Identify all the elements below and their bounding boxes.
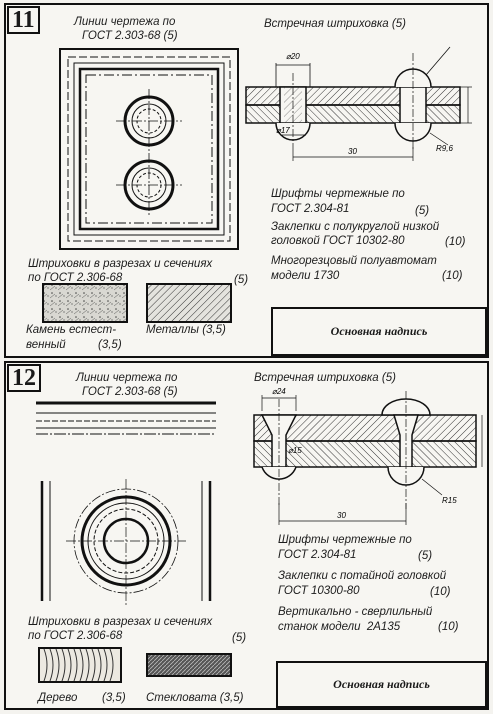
hatch-title-3: (5) — [234, 274, 249, 286]
counter-hatch-title: Встречная штриховка (5) — [254, 372, 396, 384]
sheet-number: 11 — [7, 6, 40, 34]
fonts-title-2: ГОСТ 2.304-81 — [278, 549, 357, 561]
rivets-1: Заклепки с потайной головкой — [278, 570, 447, 582]
dim-radius: R9,6 — [436, 144, 453, 153]
machine-1: Вертикально - сверлильный — [278, 606, 433, 618]
wood-label-1: Дерево — [38, 692, 78, 704]
hatch-title-1: Штриховки в разрезах и сечениях — [28, 258, 213, 270]
glass-wool-hatch-sample — [146, 653, 232, 677]
rivets-1: Заклепки с полукруглой низкой — [271, 221, 440, 233]
metal-label: Металлы (3,5) — [146, 324, 226, 336]
sheet-11: 11 Линии чертежа по ГОСТ 2.303-68 (5) Вс… — [4, 3, 489, 358]
lines-title-2: ГОСТ 2.303-68 (5) — [82, 386, 178, 398]
machine-3: (10) — [442, 270, 463, 282]
dim-d17: ⌀17 — [276, 126, 290, 135]
fonts-title-1: Шрифты чертежные по — [271, 188, 405, 200]
glass-label: Стекловата (3,5) — [146, 692, 244, 704]
wood-label-2: (3,5) — [102, 692, 126, 704]
hatch-title-3: (5) — [232, 632, 247, 644]
dim-d24: ⌀24 — [272, 387, 286, 396]
machine-2: станок модели 2А135 — [278, 621, 401, 633]
lines-title-2: ГОСТ 2.303-68 (5) — [82, 30, 178, 42]
rivets-3: (10) — [430, 586, 451, 598]
rivets-2: ГОСТ 10300-80 — [278, 585, 360, 597]
lines-title-1: Линии чертежа по — [76, 372, 178, 384]
rivets-3: (10) — [445, 236, 466, 248]
machine-3: (10) — [438, 621, 459, 633]
stone-hatch-sample — [42, 283, 128, 323]
wood-hatch-sample — [38, 647, 122, 683]
fonts-title-1: Шрифты чертежные по — [278, 534, 412, 546]
dim-d20: ⌀20 — [286, 52, 300, 61]
dim-d15: ⌀15 — [288, 446, 302, 455]
dim-len30: 30 — [337, 511, 346, 520]
hatch-title-1: Штриховки в разрезах и сечениях — [28, 616, 213, 628]
title-block: Основная надпись — [276, 661, 487, 708]
machine-1: Многорезцовый полуавтомат — [271, 255, 437, 267]
stone-label-2: венный — [26, 339, 66, 351]
sheet-12: 12 Линии чертежа по ГОСТ 2.303-68 (5) Вс… — [4, 361, 489, 710]
fonts-title-2: ГОСТ 2.304-81 — [271, 203, 350, 215]
stone-label-1: Камень естест- — [26, 324, 117, 336]
stone-label-3: (3,5) — [98, 339, 122, 351]
counter-hatch-title: Встречная штриховка (5) — [264, 18, 406, 30]
lines-drawing — [59, 48, 239, 250]
machine-2: модели 1730 — [271, 270, 340, 282]
sheet-number: 12 — [7, 364, 41, 392]
rivets-2: головкой ГОСТ 10302-80 — [271, 235, 405, 247]
fonts-title-3: (5) — [415, 205, 430, 217]
metal-hatch-sample — [146, 283, 232, 323]
counter-hatch-drawing: ⌀20 ⌀17 30 R9,6 — [245, 46, 472, 161]
title-block: Основная надпись — [271, 307, 487, 356]
counter-hatch-drawing: ⌀24 ⌀15 30 R15 — [253, 387, 483, 525]
lines-drawing — [36, 401, 216, 605]
hatch-title-2: по ГОСТ 2.306-68 — [28, 630, 123, 642]
fonts-title-3: (5) — [418, 550, 433, 562]
dim-len30: 30 — [348, 147, 357, 156]
dim-radius: R15 — [442, 496, 457, 505]
hatch-title-2: по ГОСТ 2.306-68 — [28, 272, 123, 284]
lines-title-1: Линии чертежа по — [74, 16, 176, 28]
